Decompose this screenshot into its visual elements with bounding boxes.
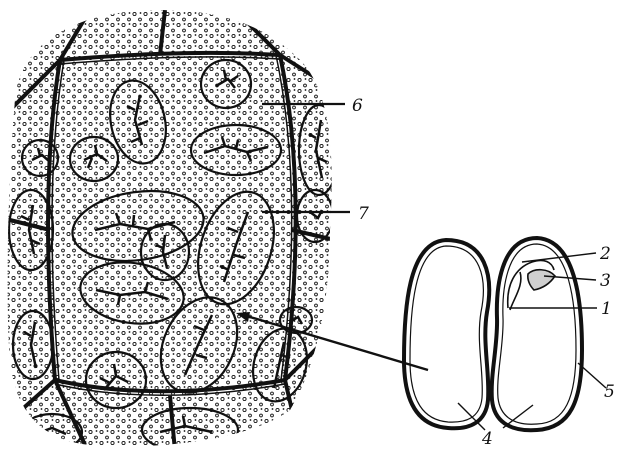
- bean-seed: [404, 238, 582, 430]
- label-6: 6: [352, 96, 363, 116]
- label-5: 5: [604, 382, 615, 402]
- label-4: 4: [481, 429, 493, 449]
- cotyledon-tissue: [0, 0, 340, 451]
- label-7: 7: [358, 204, 369, 224]
- label-2: 2: [599, 244, 611, 264]
- cotyledon-left-inner-line: [410, 246, 483, 422]
- label-1: 1: [601, 299, 612, 319]
- plumule: [528, 270, 555, 290]
- leader-2: [522, 253, 596, 262]
- radicle: [510, 272, 521, 310]
- label-3: 3: [600, 271, 611, 291]
